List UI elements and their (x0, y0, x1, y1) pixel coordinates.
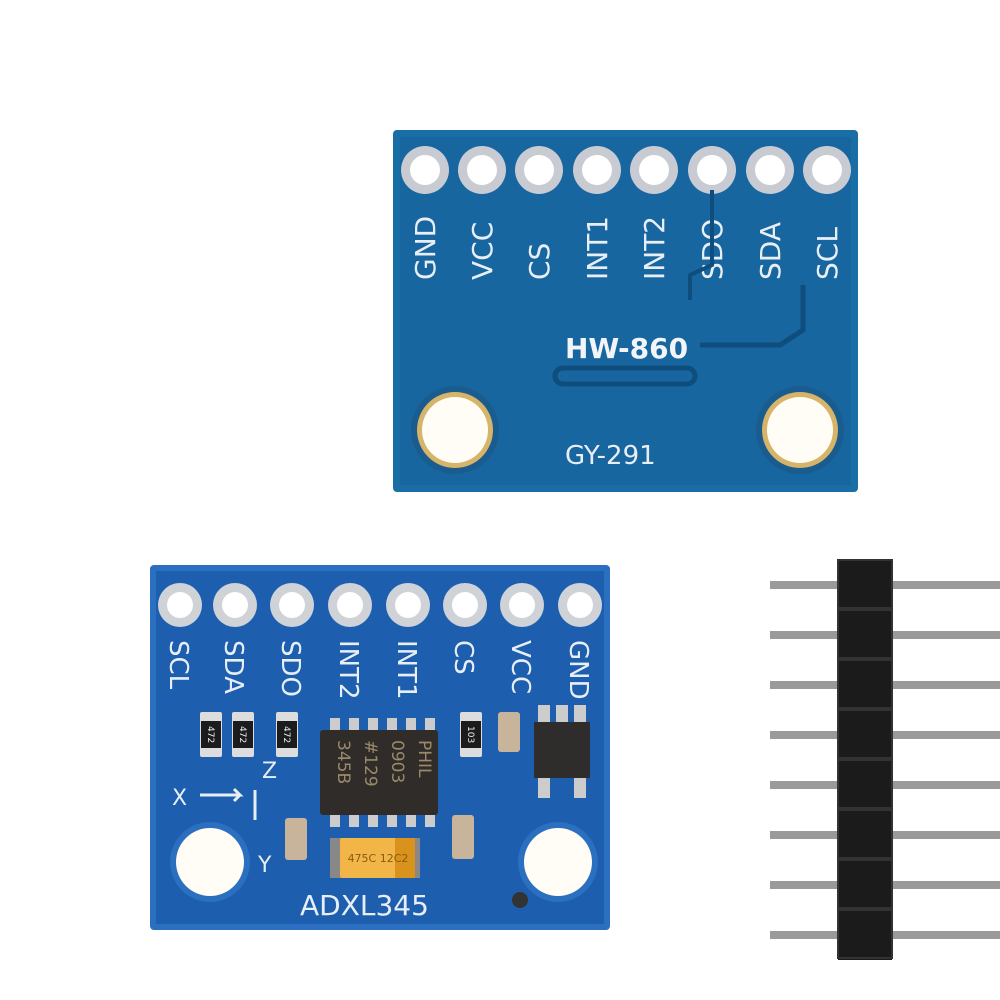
pin-label: CS (448, 640, 478, 675)
resistor-marking: 472 (281, 726, 291, 743)
z-axis-label: Z (262, 759, 277, 784)
pin-label: INT2 (638, 216, 671, 280)
pin-label: GND (409, 216, 442, 280)
adxl345-chip: 345B #129 0903 PHIL (320, 718, 438, 827)
x-axis-label: X (172, 786, 187, 811)
mounting-hole (524, 828, 592, 896)
mounting-hole (176, 828, 244, 896)
resistor-marking: 472 (205, 726, 215, 743)
pin-label: INT1 (581, 216, 614, 280)
resistor (461, 721, 481, 748)
chip-marking: 0903 (387, 740, 407, 783)
mounting-hole (422, 397, 488, 463)
resistor (233, 721, 253, 748)
pin-label: SDA (218, 640, 248, 694)
pin-label: INT2 (333, 640, 363, 700)
pin-label: CS (523, 243, 556, 280)
mounting-hole (767, 397, 833, 463)
chip-marking: 345B (333, 740, 353, 784)
adxl345-board-front: SCL SDA SDO INT2 INT1 CS VCC GND 472 472 472 103 3… (150, 565, 610, 930)
model-label: HW-860 (565, 332, 688, 365)
resistor-marking: 103 (465, 726, 475, 743)
y-axis-label: Y (257, 853, 272, 878)
capacitor (498, 712, 520, 752)
pin-label: SDA (754, 222, 787, 280)
pin-header (770, 559, 1000, 960)
pin-label: VCC (466, 222, 499, 280)
board-name-label: GY-291 (565, 441, 656, 471)
resistor (277, 721, 297, 748)
resistor (201, 721, 221, 748)
chip-marking: PHIL (414, 740, 434, 778)
resistor-marking: 472 (237, 726, 247, 743)
pin-label: GND (563, 640, 593, 700)
capacitor (452, 815, 474, 859)
pin-label: SCL (163, 640, 193, 690)
chip-marking: #129 (360, 740, 380, 787)
board-name-label: ADXL345 (300, 889, 429, 922)
pin-label: INT1 (391, 640, 421, 700)
pin-label: VCC (505, 640, 535, 694)
capacitor (285, 818, 307, 860)
voltage-regulator (534, 722, 590, 778)
capacitor-marking: 475C 12C2 (348, 852, 409, 865)
pin-label: SCL (811, 227, 844, 280)
pin-label: SDO (275, 640, 305, 697)
